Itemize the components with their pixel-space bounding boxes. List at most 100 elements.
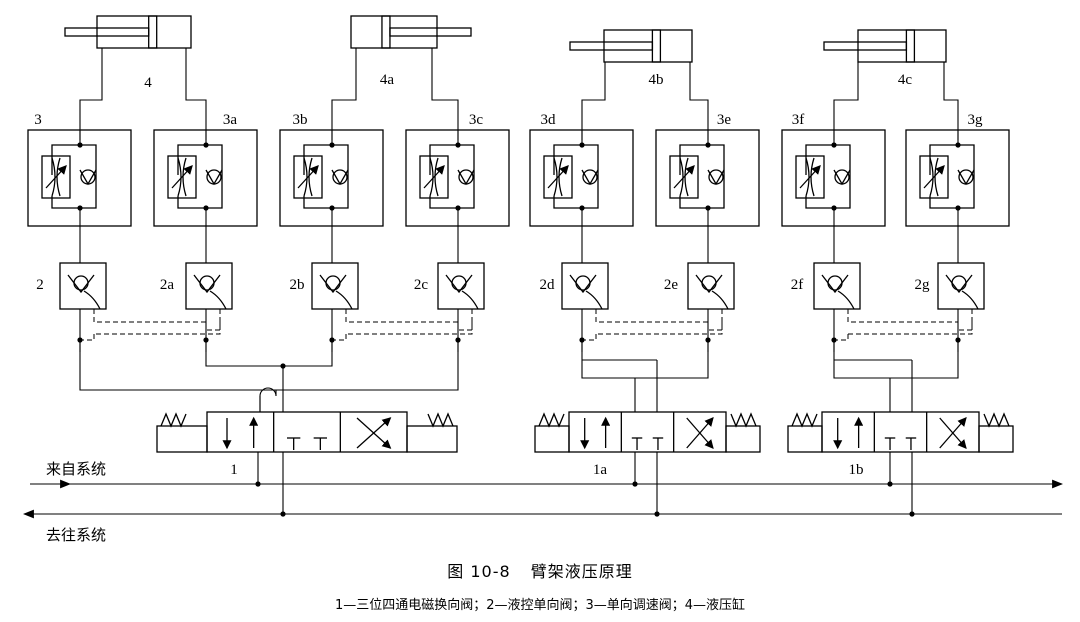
pilot-line xyxy=(345,309,459,323)
orifice-curve xyxy=(679,157,684,197)
valve-body xyxy=(153,129,258,227)
valve-body xyxy=(937,262,985,310)
directional-valve xyxy=(534,411,761,453)
cylinder-port-pipe xyxy=(79,48,103,140)
adjust-arrow xyxy=(799,165,821,189)
check-seat xyxy=(205,169,223,186)
return-spring xyxy=(427,412,454,428)
pilot-piston-curve xyxy=(335,290,353,310)
pilot-line xyxy=(93,309,207,323)
check-ball xyxy=(827,275,843,291)
check-throttle-valve xyxy=(655,129,760,227)
cylinder-rod xyxy=(64,27,150,37)
speed-valve-label: 3a xyxy=(223,112,238,128)
orifice-curve xyxy=(308,157,313,197)
pilot-line xyxy=(346,309,473,335)
hydraulic-cylinder xyxy=(569,29,693,63)
cylinder-label: 4 xyxy=(144,75,152,91)
check-throttle-valve xyxy=(153,129,258,227)
speed-valve-label: 3d xyxy=(541,112,557,128)
bypass-loop xyxy=(679,144,725,209)
cylinder-port-pipe xyxy=(833,62,859,140)
solenoid-left xyxy=(787,425,823,453)
cylinder-piston xyxy=(651,29,662,63)
valve-body xyxy=(905,129,1010,227)
orifice-curve xyxy=(177,157,182,197)
check-ball xyxy=(708,169,724,185)
valve-body xyxy=(655,129,760,227)
crossover-hop xyxy=(259,387,277,412)
speed-valve-label: 3 xyxy=(34,112,42,128)
pilot-line xyxy=(847,309,959,323)
throttle-box xyxy=(293,155,323,199)
hydraulic-cylinder xyxy=(823,29,947,63)
pilot-check-valve xyxy=(937,262,985,310)
solenoid-right xyxy=(725,425,761,453)
pilot-check-valve xyxy=(437,262,485,310)
check-ball xyxy=(80,169,96,185)
bypass-loop xyxy=(553,144,599,209)
check-valve-label: 2 xyxy=(36,277,44,293)
valve-body xyxy=(27,129,132,227)
valve-body xyxy=(813,262,861,310)
check-ball xyxy=(701,275,717,291)
valve-body xyxy=(561,262,609,310)
bypass-loop xyxy=(929,144,975,209)
pilot-check-valve xyxy=(813,262,861,310)
check-ball xyxy=(575,275,591,291)
pilot-line xyxy=(848,309,973,335)
valve-spool-body xyxy=(568,411,727,453)
pilot-line xyxy=(80,334,95,341)
check-ball xyxy=(958,169,974,185)
cylinder-port-pipe xyxy=(185,48,207,140)
valve-spool-body xyxy=(821,411,980,453)
check-seat xyxy=(821,274,849,294)
speed-valve-label: 3c xyxy=(469,112,484,128)
solenoid-right xyxy=(978,425,1014,453)
solenoid-left xyxy=(156,425,208,453)
speed-valve-label: 3g xyxy=(968,112,984,128)
hydraulic-cylinder xyxy=(64,15,192,49)
directional-valve-label: 1a xyxy=(593,462,608,478)
valve-body xyxy=(437,262,485,310)
orifice-curve xyxy=(929,157,934,197)
cylinder-port-pipe xyxy=(431,48,459,140)
solenoid-right xyxy=(406,425,458,453)
valve-body xyxy=(687,262,735,310)
flow-arrow xyxy=(686,417,714,449)
pilot-line xyxy=(332,334,347,341)
valve-body xyxy=(185,262,233,310)
check-ball xyxy=(582,169,598,185)
adjust-arrow xyxy=(547,165,569,189)
valve-body xyxy=(279,129,384,227)
hydraulic-cylinder xyxy=(350,15,472,49)
check-seat xyxy=(833,169,851,186)
directional-valve-label: 1b xyxy=(849,462,864,478)
cylinder-rod xyxy=(389,27,472,37)
check-seat xyxy=(79,169,97,186)
orifice-curve xyxy=(434,157,439,197)
return-spring xyxy=(160,412,187,428)
check-seat xyxy=(193,274,221,294)
bypass-loop xyxy=(805,144,851,209)
orifice-curve xyxy=(805,157,810,197)
bypass-loop xyxy=(51,144,97,209)
adjust-arrow xyxy=(171,165,193,189)
check-valve-label: 2c xyxy=(414,277,429,293)
check-ball xyxy=(325,275,341,291)
pilot-piston-curve xyxy=(837,290,855,310)
valve-body xyxy=(311,262,359,310)
orifice-curve xyxy=(934,157,939,197)
return-line-label: 去往系统 xyxy=(46,527,106,544)
check-seat xyxy=(67,274,95,294)
return-header xyxy=(79,340,459,391)
cylinder-piston xyxy=(905,29,916,63)
orifice-curve xyxy=(56,157,61,197)
check-throttle-valve xyxy=(405,129,510,227)
pilot-line xyxy=(708,322,723,331)
pilot-piston-curve xyxy=(209,290,227,310)
pilot-piston-curve xyxy=(961,290,979,310)
cylinder-port-pipe xyxy=(943,62,959,140)
check-valve-label: 2d xyxy=(540,277,556,293)
